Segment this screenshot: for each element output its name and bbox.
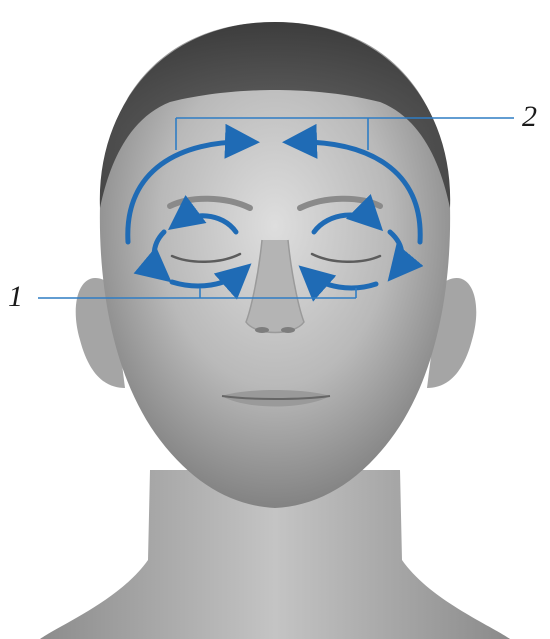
callout-label-1: 1	[8, 282, 23, 312]
callout-label-2: 2	[522, 102, 537, 132]
